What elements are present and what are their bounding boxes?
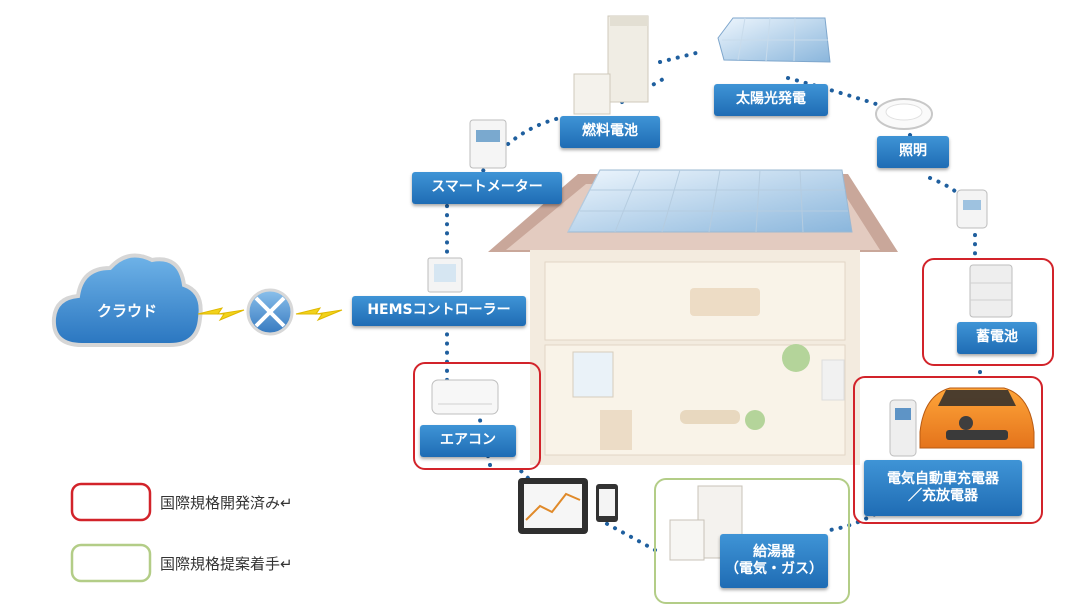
- label-water-heater-line1: 給湯器: [753, 543, 795, 560]
- lightning-icon-left: [197, 307, 245, 322]
- label-solar: 太陽光発電: [714, 84, 828, 116]
- solar-panel-icon: [717, 17, 831, 63]
- house-plant: [782, 344, 810, 372]
- cloud-icon: [51, 253, 203, 347]
- label-ev-charger-line2: ／充放電器: [908, 488, 978, 504]
- legend-green-swatch: [70, 543, 152, 583]
- tablet-icon: [518, 478, 588, 534]
- smartphone-icon: [596, 484, 618, 522]
- label-hems: HEMSコントローラー: [352, 296, 526, 326]
- house-sofa: [690, 288, 760, 316]
- house-shelf: [600, 410, 632, 450]
- legend-proposed-text: 国際規格提案着手↵: [160, 555, 293, 573]
- electric-car-icon: [919, 387, 1035, 449]
- ev-charger-stand-icon: [889, 399, 917, 457]
- house-window-left: [572, 351, 614, 398]
- label-air-conditioner: エアコン: [420, 425, 516, 457]
- lightning-icon-right: [295, 307, 343, 322]
- frame-storage-battery: [922, 258, 1054, 366]
- label-water-heater: 給湯器 （電気・ガス）: [720, 534, 828, 588]
- label-smart-meter: スマートメーター: [412, 172, 562, 204]
- label-cloud: クラウド: [96, 301, 157, 320]
- smart-meter-icon: [469, 119, 507, 169]
- sensor-icon: [956, 189, 988, 229]
- label-ev-charger-line1: 電気自動車充電器: [887, 470, 999, 487]
- label-water-heater-line2: （電気・ガス）: [725, 561, 823, 577]
- house-illustration: [488, 169, 898, 465]
- house-table: [680, 410, 740, 424]
- ceiling-light-icon: [875, 98, 933, 130]
- house-plant-2: [745, 410, 765, 430]
- label-ev-charger: 電気自動車充電器 ／充放電器: [864, 460, 1022, 516]
- air-conditioner-icon: [431, 379, 499, 415]
- frame-ev-charger: [853, 376, 1043, 524]
- house-radiator: [821, 359, 845, 401]
- frame-air-conditioner: [413, 362, 541, 470]
- legend-red-swatch: [70, 482, 152, 522]
- label-lighting: 照明: [877, 136, 949, 168]
- frame-water-heater: [654, 478, 850, 604]
- label-storage-battery: 蓄電池: [957, 322, 1037, 354]
- label-fuel-cell: 燃料電池: [560, 116, 660, 148]
- legend-developed-text: 国際規格開発済み↵: [160, 494, 293, 512]
- storage-battery-icon: [969, 264, 1013, 318]
- roof-solar-panel: [567, 169, 853, 233]
- hems-controller-icon: [427, 257, 463, 293]
- fuel-cell-icon: [573, 15, 649, 115]
- network-hub-icon: [246, 288, 294, 336]
